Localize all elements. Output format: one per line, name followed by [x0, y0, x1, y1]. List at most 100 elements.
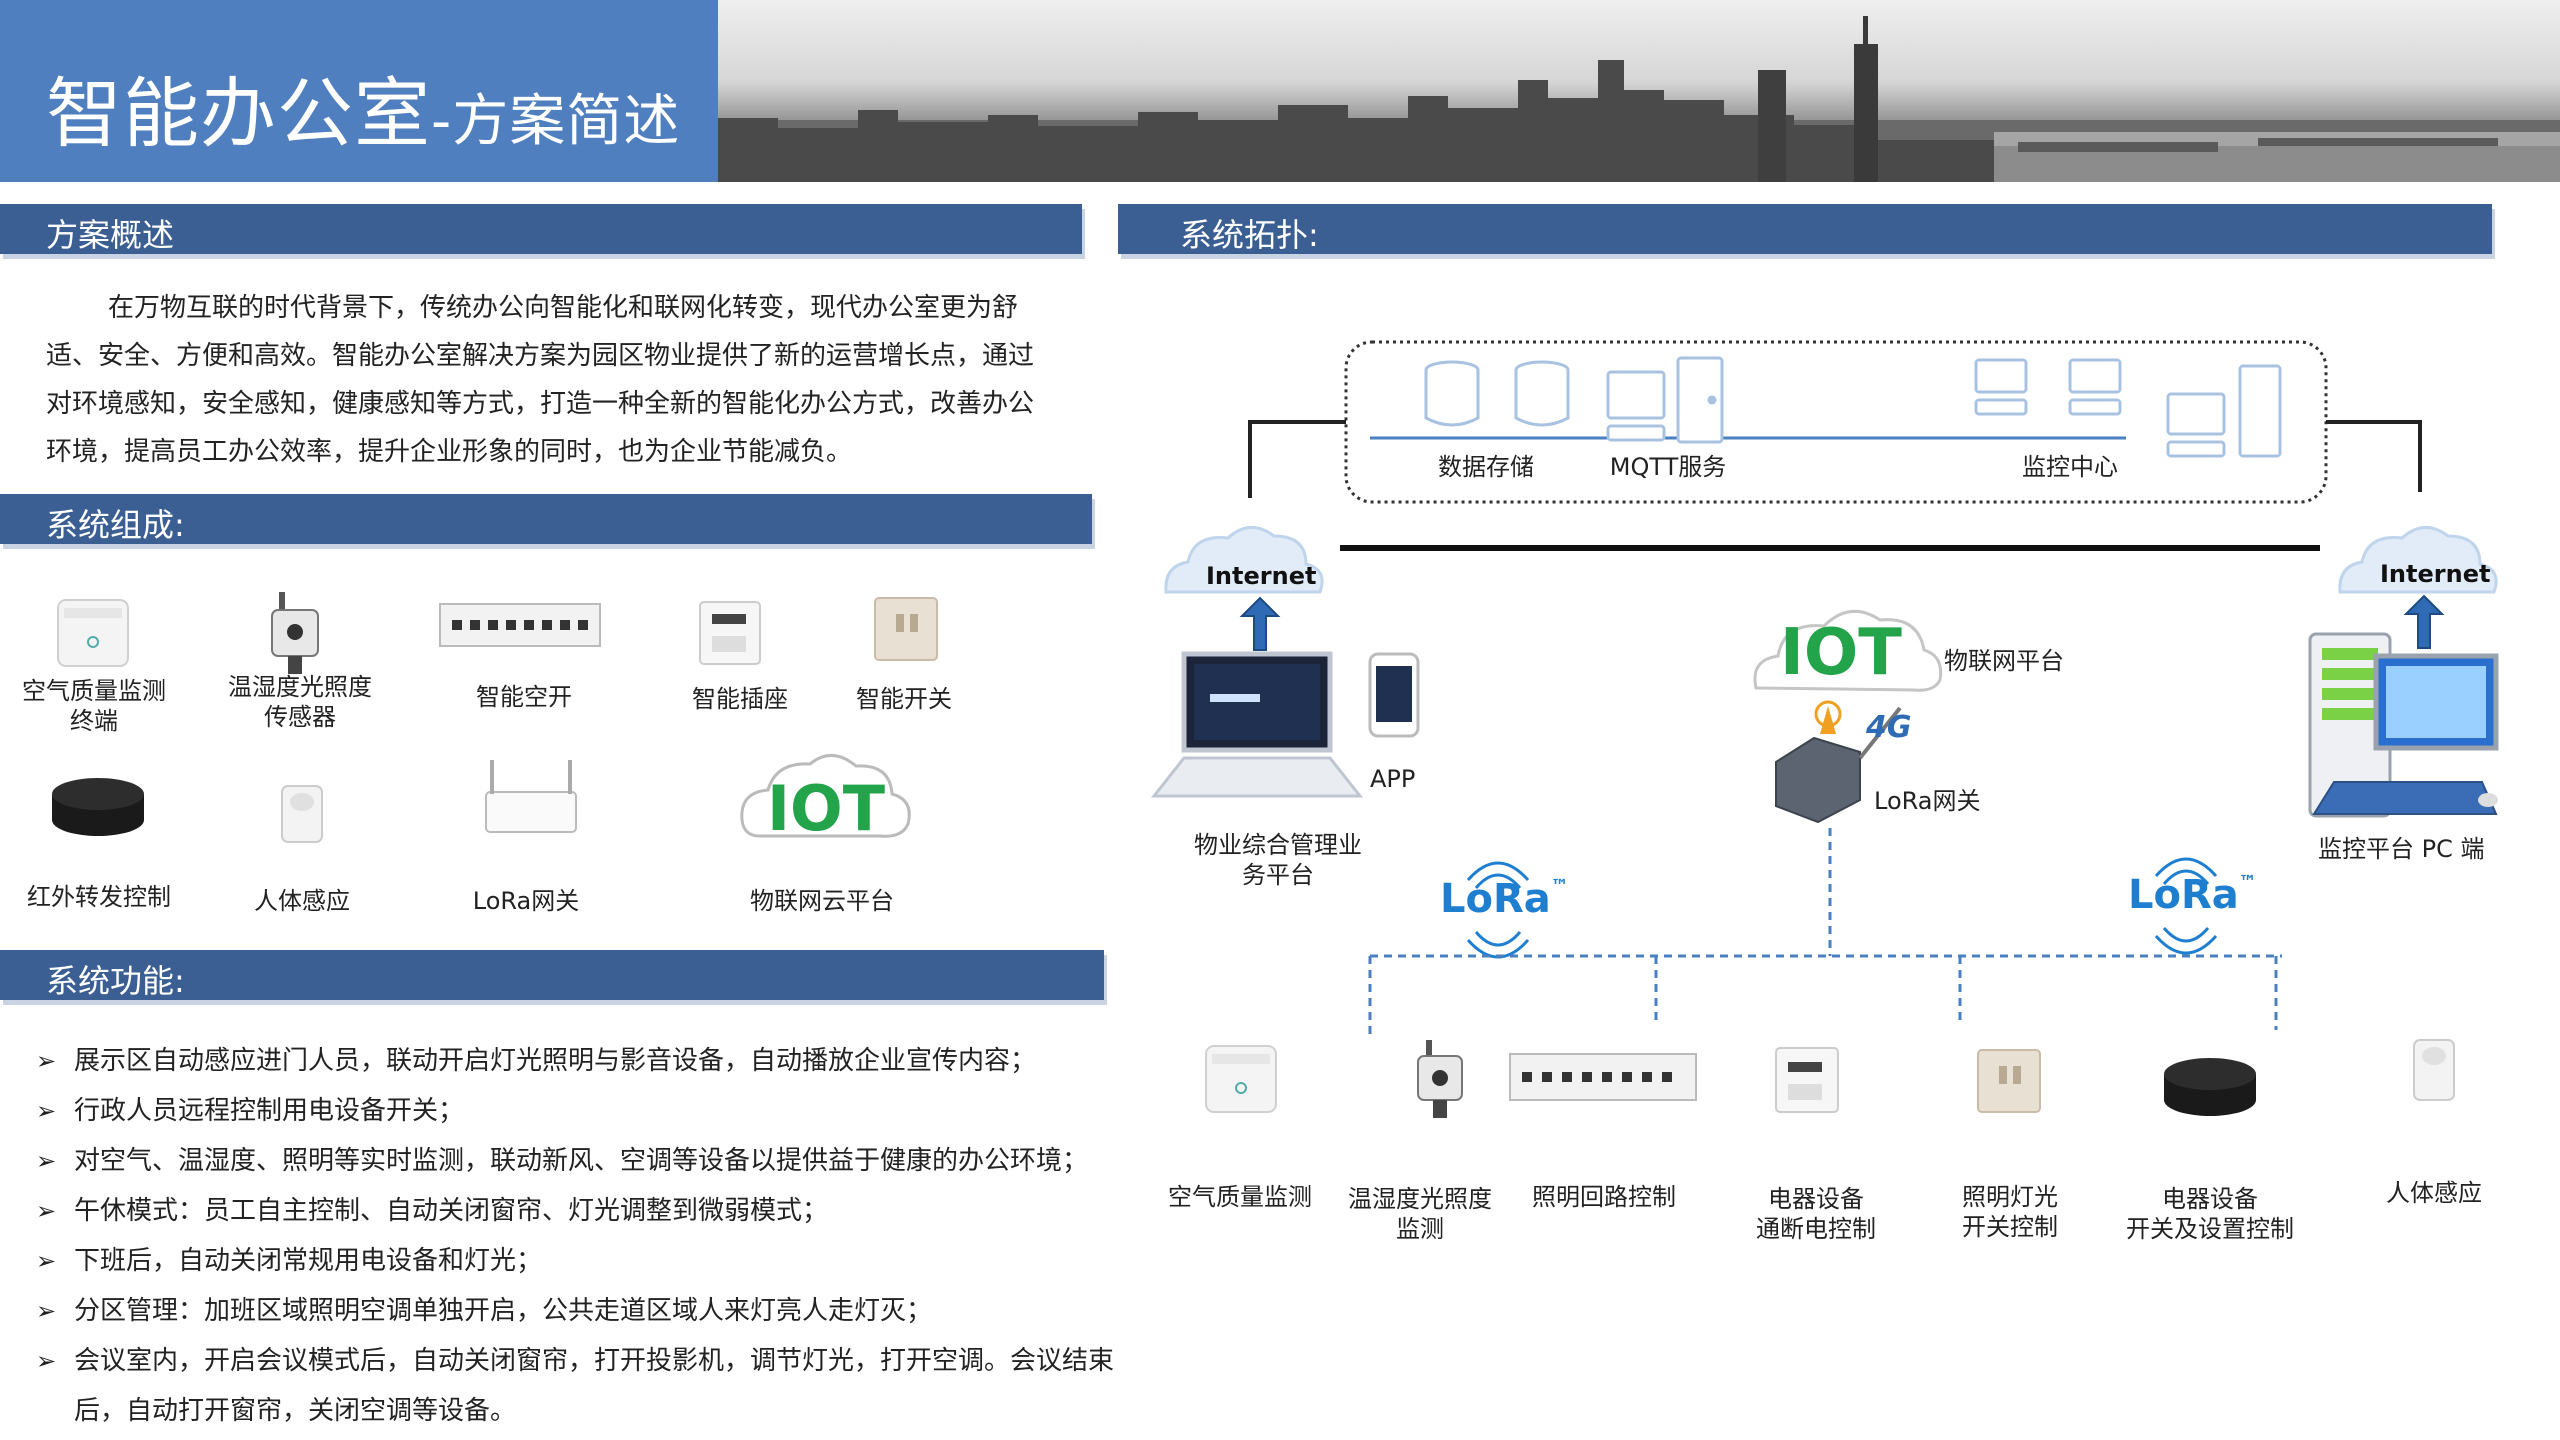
smart-switch-icon: [874, 597, 938, 661]
device-label-line1: 温湿度光照度: [1348, 1185, 1492, 1213]
device-label-light-switch: 照明灯光 开关控制: [1920, 1182, 2100, 1242]
functions-section-bar: 系统功能:: [0, 950, 1104, 1000]
device-label-line2: 监测: [1396, 1215, 1444, 1243]
laptop-icon: [1150, 651, 1364, 798]
function-item-text: 展示区自动感应进门人员，联动开启灯光照明与影音设备，自动播放企业宣传内容；: [74, 1046, 1037, 1076]
right-connector-line: [2326, 420, 2422, 492]
pir-sensor-icon: [281, 785, 323, 843]
function-item-text: 下班后，自动关闭常规用电设备和灯光；: [74, 1246, 543, 1276]
function-item: ➢ 分区管理：加班区域照明空调单独开启，公共走道区域人来灯亮人走灯灭；: [36, 1286, 1116, 1336]
device-socket-icon: [1775, 1047, 1839, 1113]
city-skyline-image: [718, 0, 2560, 182]
composition-item-temp-humidity: 温湿度光照度 传感器: [220, 672, 380, 732]
lora-logo-text: LoRa: [1440, 876, 1551, 922]
overview-section-bar: 方案概述: [0, 204, 1082, 254]
device-label-line1: 照明回路控制: [1532, 1183, 1676, 1211]
function-item: ➢ 展示区自动感应进门人员，联动开启灯光照明与影音设备，自动播放企业宣传内容；: [36, 1036, 1116, 1086]
composition-label-line2: 终端: [70, 707, 118, 735]
internet-cloud-left-icon: [1164, 526, 1324, 594]
lora-gateway-device-icon: [1775, 706, 1902, 824]
device-air-quality-icon: [1205, 1045, 1277, 1113]
functions-list: ➢ 展示区自动感应进门人员，联动开启灯光照明与影音设备，自动播放企业宣传内容； ➢…: [36, 1036, 1116, 1436]
monitor-center-icon: [1974, 358, 2282, 458]
function-item-text: 会议室内，开启会议模式后，自动关闭窗帘，打开投影机，调节灯光，打开空调。会议结束…: [74, 1346, 1115, 1426]
composition-item-iot-cloud: 物联网云平台: [732, 886, 912, 916]
composition-item-smart-socket: 智能插座: [660, 684, 820, 714]
iot-platform-cloud-text: IOT: [1780, 616, 1902, 690]
pc-platform-icon: [2308, 632, 2499, 818]
composition-label-line1: 智能空开: [476, 683, 572, 711]
iot-cloud-icon: IOT: [740, 754, 911, 845]
lora-tm-mark: ™: [2238, 872, 2257, 893]
device-label-pir: 人体感应: [2344, 1178, 2524, 1208]
function-item: ➢行政人员远程控制用电设备开关；: [36, 1086, 1116, 1136]
topology-section-bar: 系统拓扑:: [1118, 204, 2492, 254]
topology-diagram: [1150, 340, 2499, 1118]
app-label: APP: [1370, 765, 1416, 793]
composition-label-line2: 传感器: [264, 703, 336, 731]
device-temp-humidity-icon: [1417, 1040, 1463, 1118]
iot-platform-label: 物联网平台: [1944, 647, 2064, 675]
internet-label-right: Internet: [2380, 560, 2491, 588]
overview-text: 在万物互联的时代背景下，传统办公向智能化和联网化转变，现代办公室更为舒适、安全、…: [46, 293, 1035, 467]
lora-logo-right: LoRa™: [2128, 872, 2257, 918]
phone-icon: [1368, 652, 1420, 738]
composition-label-line1: 红外转发控制: [27, 883, 171, 911]
arrow-bullet-icon: ➢: [36, 1247, 57, 1275]
lora-logo-left: LoRa™: [1440, 876, 1569, 922]
ir-controller-icon: [52, 778, 144, 836]
function-item-text: 行政人员远程控制用电设备开关；: [74, 1096, 465, 1126]
upload-arrow-left-icon: [1239, 596, 1281, 651]
lora-router-icon: [485, 760, 577, 833]
composition-item-ir-controller: 红外转发控制: [14, 882, 184, 912]
functions-heading: 系统功能:: [46, 962, 185, 1000]
composition-item-smart-breaker: 智能空开: [444, 682, 604, 712]
monitor-center-label: 监控中心: [2022, 453, 2118, 481]
composition-section-bar: 系统组成:: [0, 494, 1092, 544]
signal-4g-label: 4G: [1866, 710, 1912, 745]
device-label-line1: 电器设备: [1768, 1185, 1864, 1213]
composition-label-line1: 温湿度光照度: [228, 673, 372, 701]
lora-logo-text: LoRa: [2128, 872, 2239, 918]
device-label-line1: 电器设备: [2162, 1185, 2258, 1213]
overview-heading: 方案概述: [46, 216, 175, 254]
device-label-lighting-circuit: 照明回路控制: [1514, 1182, 1694, 1212]
topology-heading: 系统拓扑:: [1180, 216, 1319, 254]
temp-humidity-sensor-icon: [271, 592, 319, 674]
device-breaker-icon: [1509, 1053, 1697, 1101]
device-ir-controller-icon: [2164, 1058, 2256, 1116]
title-separator: -: [431, 89, 453, 154]
svg-text:IOT: IOT: [767, 772, 885, 845]
property-platform-label: 物业综合管理业 务平台: [1178, 830, 1378, 890]
arrow-bullet-icon: ➢: [36, 1197, 57, 1225]
device-label-air-quality: 空气质量监测: [1150, 1182, 1330, 1212]
property-platform-line2: 务平台: [1242, 861, 1314, 889]
device-label-temp-humidity: 温湿度光照度 监测: [1330, 1184, 1510, 1244]
arrow-bullet-icon: ➢: [36, 1297, 57, 1325]
function-item-text: 分区管理：加班区域照明空调单独开启，公共走道区域人来灯亮人走灯灭；: [74, 1296, 933, 1326]
internet-label-left: Internet: [1206, 562, 1317, 590]
device-label-line1: 照明灯光: [1962, 1183, 2058, 1211]
title-main-text: 智能办公室: [46, 69, 431, 158]
property-platform-line1: 物业综合管理业: [1194, 831, 1362, 859]
left-connector-line: [1248, 420, 1346, 498]
title-banner: 智能办公室-方案简述: [0, 0, 718, 182]
composition-item-lora-gateway: LoRa网关: [446, 886, 606, 916]
composition-label-line1: 智能开关: [856, 685, 952, 713]
composition-label-line1: LoRa网关: [472, 887, 580, 915]
storage-label: 数据存储: [1438, 453, 1534, 481]
title-sub-text: 方案简述: [452, 89, 681, 154]
smart-breaker-icon: [439, 603, 601, 647]
composition-label-line1: 人体感应: [254, 887, 350, 915]
composition-heading: 系统组成:: [46, 506, 185, 544]
device-label-appliance-power: 电器设备 通断电控制: [1726, 1184, 1906, 1244]
device-label-line1: 人体感应: [2386, 1179, 2482, 1207]
iot-platform-cloud-icon: [1753, 609, 1943, 692]
mqtt-server-icon: [1606, 356, 1724, 444]
device-label-appliance-settings: 电器设备 开关及设置控制: [2110, 1184, 2310, 1244]
function-item: ➢会议室内，开启会议模式后，自动关闭窗帘，打开投影机，调节灯光，打开空调。会议结…: [36, 1336, 1116, 1436]
composition-label-line1: 物联网云平台: [750, 887, 894, 915]
composition-item-air-quality: 空气质量监测 终端: [14, 676, 174, 736]
arrow-bullet-icon: ➢: [36, 1047, 57, 1075]
device-label-line2: 开关控制: [1962, 1213, 2058, 1241]
